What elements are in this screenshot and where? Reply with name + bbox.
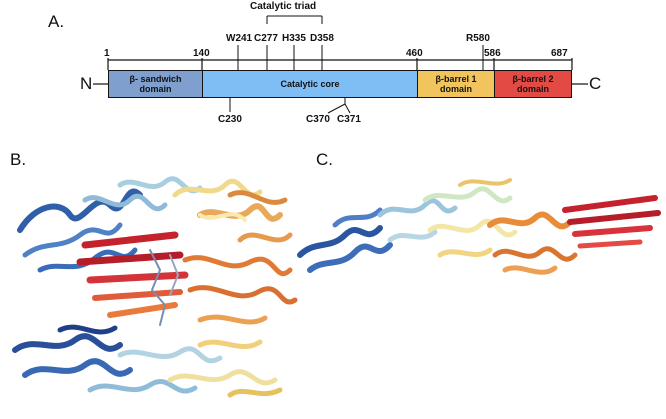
c-terminus-label: C: [589, 74, 602, 93]
domain-catalytic-core: Catalytic core: [202, 70, 418, 98]
panel-a-label: A.: [48, 12, 65, 31]
panel-b-label: B.: [10, 150, 27, 169]
residue-c371: C371: [337, 114, 361, 125]
domain-map-lines: [93, 15, 588, 114]
residue-w241: W241: [226, 33, 253, 44]
position-460: 460: [406, 48, 423, 59]
residue-c370: C370: [306, 114, 330, 125]
residue-r580: R580: [466, 33, 490, 44]
residue-c230: C230: [218, 114, 242, 125]
n-terminus-label: N: [80, 74, 93, 93]
panel-c-label: C.: [316, 150, 333, 169]
catalytic-triad-title: Catalytic triad: [250, 1, 317, 12]
position-140: 140: [193, 48, 210, 59]
position-687: 687: [551, 48, 568, 59]
position-586: 586: [484, 48, 501, 59]
position-1: 1: [104, 48, 110, 59]
residue-d358: D358: [310, 33, 334, 44]
residue-h335: H335: [282, 33, 306, 44]
residue-c277: C277: [254, 33, 278, 44]
